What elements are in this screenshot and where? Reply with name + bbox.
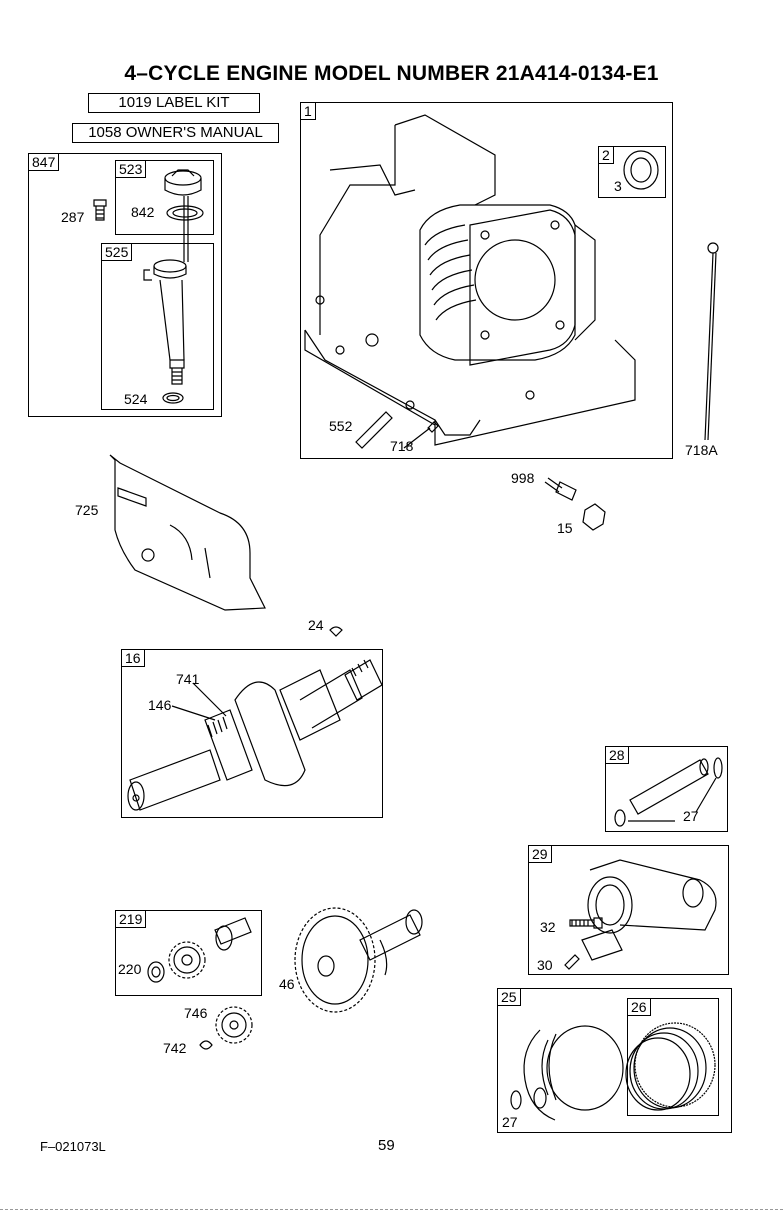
footer-code: F–021073L bbox=[40, 1139, 106, 1154]
page-number: 59 bbox=[378, 1137, 395, 1154]
bottom-edge-rule bbox=[0, 1209, 783, 1210]
part-27-piston-label: 27 bbox=[502, 1114, 518, 1130]
